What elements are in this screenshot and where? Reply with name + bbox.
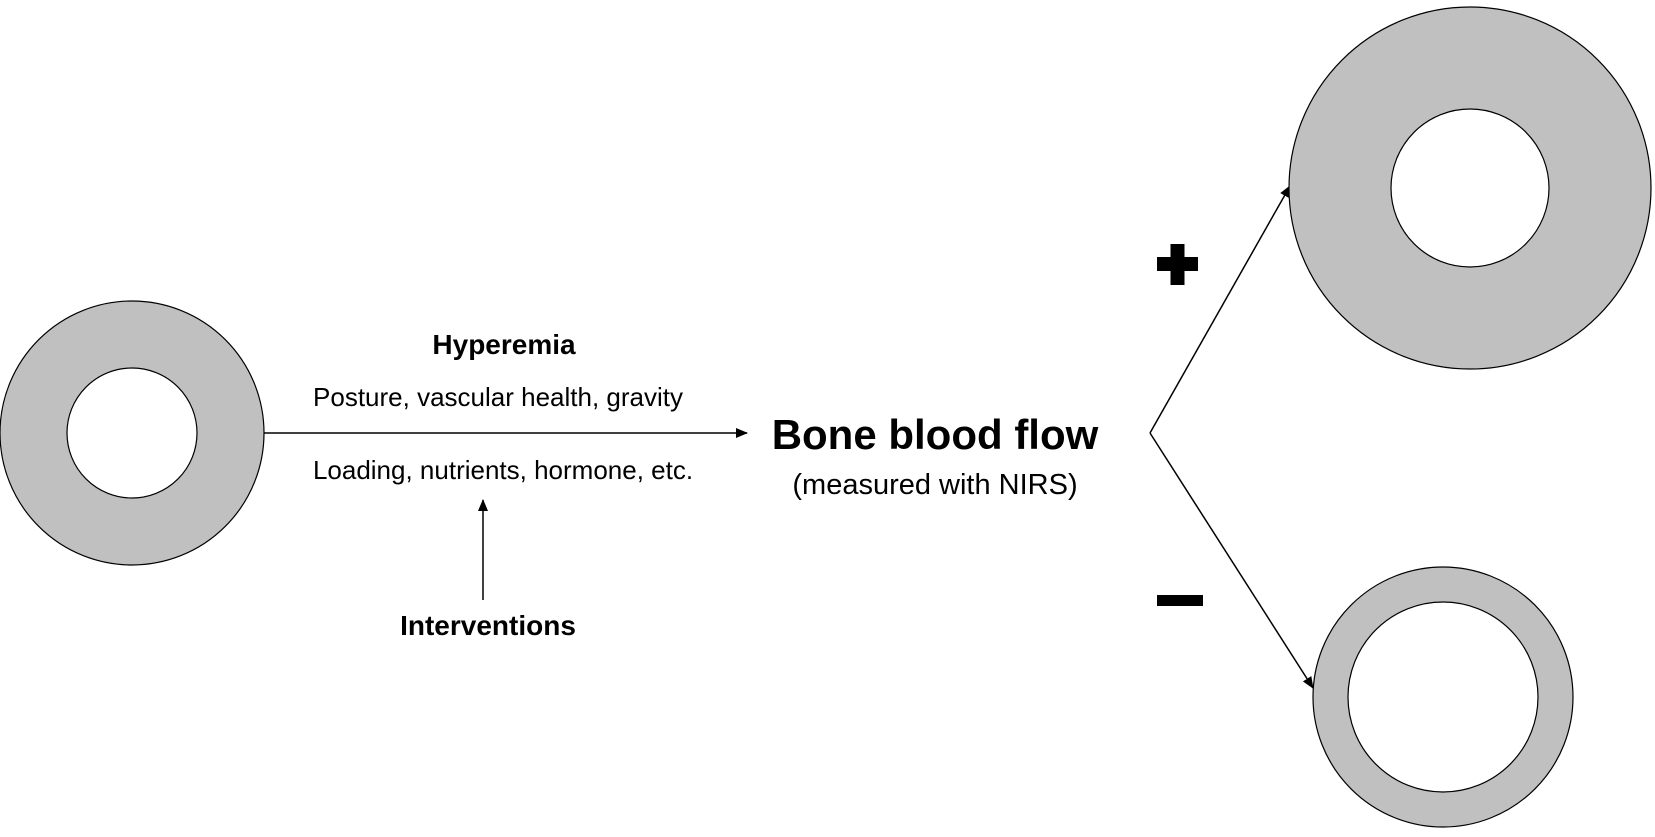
decrease-arrow xyxy=(1149,432,1314,689)
increase-arrow xyxy=(1149,185,1291,434)
hyperemia-label: Hyperemia xyxy=(432,329,576,360)
minus-sign-icon xyxy=(1157,595,1203,606)
factors-bottom-label: Loading, nutrients, hormone, etc. xyxy=(313,455,693,485)
outcome-subtitle: (measured with NIRS) xyxy=(792,469,1077,501)
bone-cross-section-thick xyxy=(1288,6,1652,370)
factors-top-label: Posture, vascular health, gravity xyxy=(313,382,683,412)
marrow-lumen xyxy=(1347,601,1539,793)
marrow-lumen xyxy=(1390,108,1550,268)
marrow-lumen xyxy=(66,367,198,499)
bone-cross-section-initial xyxy=(0,300,265,566)
bone-cross-section-thin xyxy=(1312,566,1574,828)
outcome-title: Bone blood flow xyxy=(772,411,1099,458)
interventions-label: Interventions xyxy=(400,610,576,641)
plus-sign-icon xyxy=(1157,244,1198,285)
